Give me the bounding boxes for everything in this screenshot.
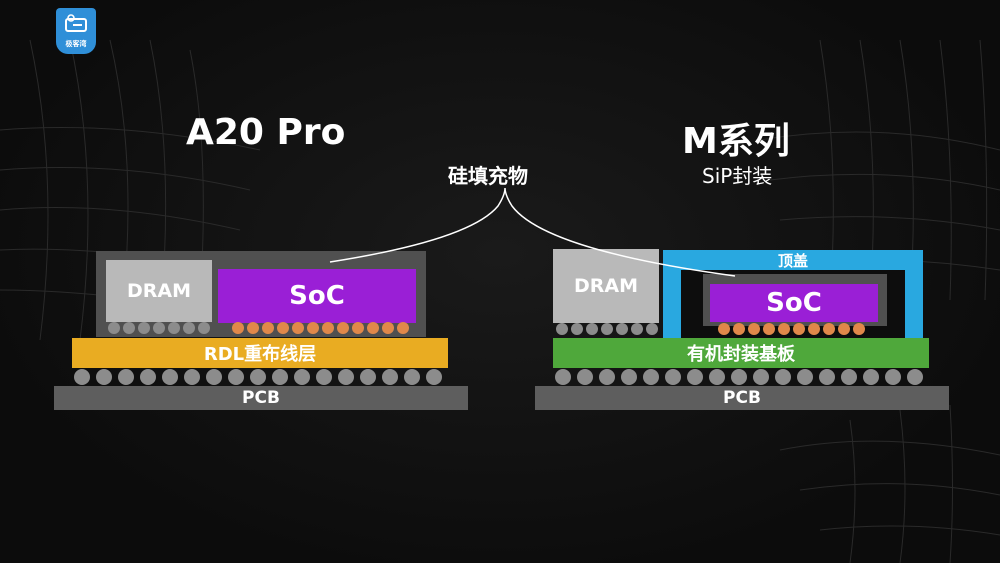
right-soc: SoC [710, 284, 878, 322]
right-subtitle: SiP封装 [702, 164, 773, 188]
left-rdl-layer: RDL重布线层 [72, 338, 448, 368]
right-ball-grid [555, 369, 923, 385]
gear-icon [65, 14, 87, 32]
right-pcb: PCB [535, 386, 949, 410]
left-dram: DRAM [106, 260, 212, 322]
right-lid-label: 顶盖 [777, 251, 808, 270]
right-dram: DRAM [553, 249, 659, 323]
left-soc-bumps [232, 322, 409, 334]
right-title: M系列 [682, 121, 790, 162]
left-pcb: PCB [54, 386, 468, 410]
left-dram-bumps [108, 322, 210, 334]
right-dram-bumps [556, 323, 658, 335]
right-soc-bumps [718, 323, 865, 335]
callout-label: 硅填充物 [448, 164, 528, 188]
brand-logo: 极客湾 [56, 8, 96, 54]
left-ball-grid [74, 369, 442, 385]
right-organic-substrate: 有机封装基板 [553, 338, 929, 368]
left-title: A20 Pro [186, 112, 346, 153]
logo-text: 极客湾 [65, 40, 87, 48]
left-soc: SoC [218, 269, 416, 323]
